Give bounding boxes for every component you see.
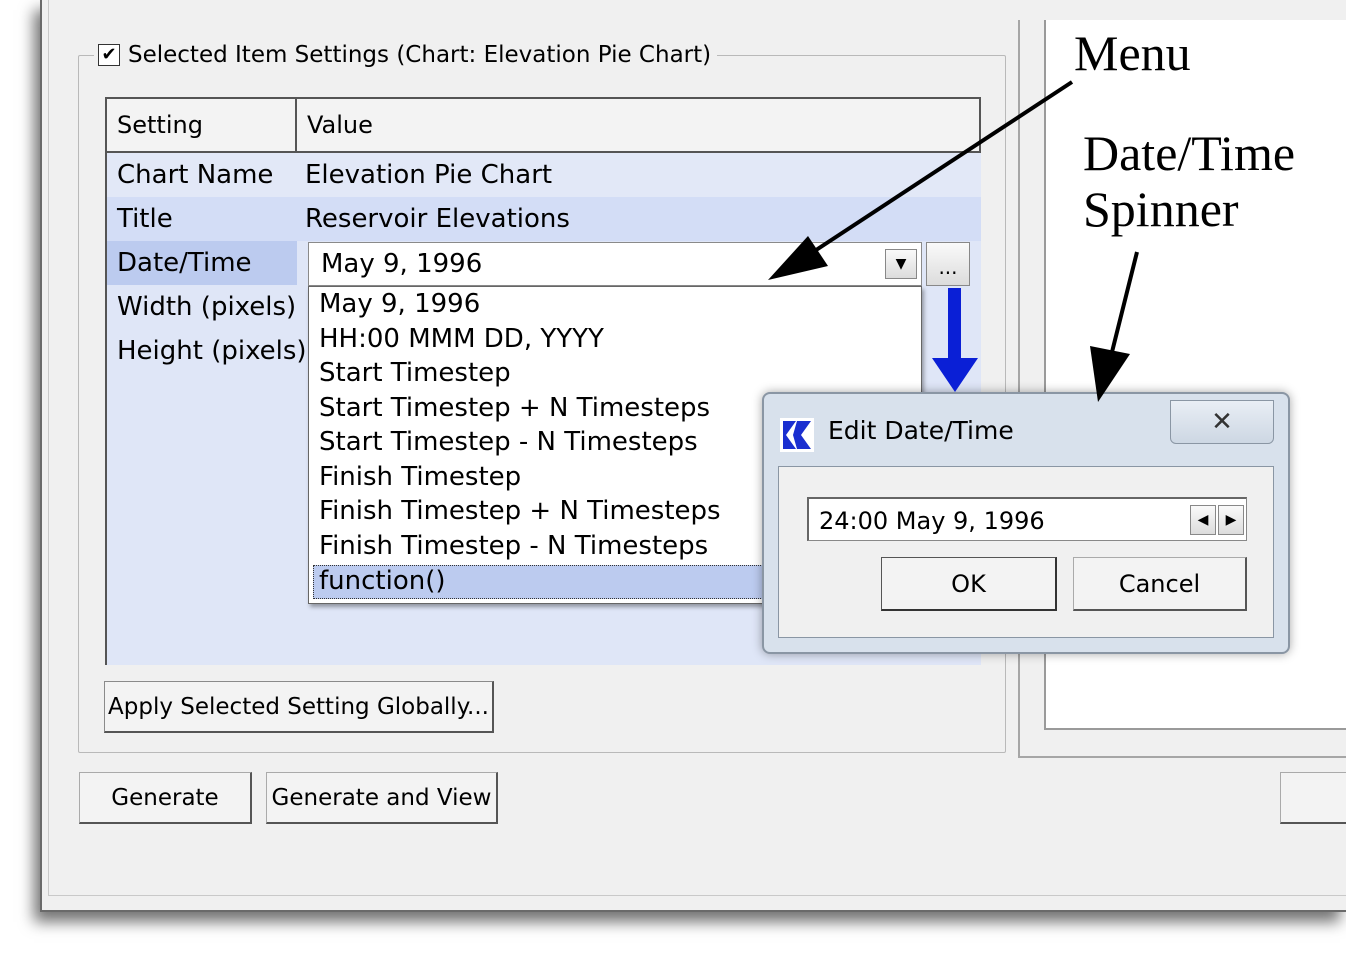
- value-cell: Reservoir Elevations: [305, 204, 570, 234]
- table-row-selected[interactable]: Date/Time: [107, 241, 981, 285]
- spinner-annotation-line1: Date/Time: [1083, 125, 1296, 181]
- edit-date-time-dialog: Edit Date/Time ✕ 24:00 May 9, 1996 ◀ ▶ O…: [762, 392, 1290, 654]
- ellipsis-button[interactable]: ...: [926, 242, 970, 286]
- generate-button[interactable]: Generate: [79, 772, 252, 824]
- table-header: Setting Value: [107, 99, 981, 153]
- group-title: Selected Item Settings (Chart: Elevation…: [128, 42, 712, 68]
- table-row[interactable]: Title Reservoir Elevations: [107, 197, 981, 241]
- menu-item[interactable]: Start Timestep + N Timesteps: [319, 393, 711, 423]
- close-icon[interactable]: ✕: [1170, 400, 1274, 444]
- spin-right-icon[interactable]: ▶: [1218, 505, 1244, 535]
- generate-and-view-button[interactable]: Generate and View: [266, 772, 498, 824]
- table-row[interactable]: Height (pixels): [107, 329, 981, 373]
- group-legend: ✔ Selected Item Settings (Chart: Elevati…: [94, 38, 718, 72]
- table-row[interactable]: Width (pixels): [107, 285, 981, 329]
- spinner-value: 24:00 May 9, 1996: [819, 507, 1045, 535]
- apply-globally-button[interactable]: Apply Selected Setting Globally...: [104, 681, 494, 733]
- window-inner-frame: [48, 0, 1346, 896]
- spin-left-icon[interactable]: ◀: [1190, 505, 1216, 535]
- menu-item[interactable]: May 9, 1996: [319, 289, 481, 319]
- cancel-button[interactable]: Cancel: [1073, 557, 1247, 611]
- setting-cell: Height (pixels): [117, 336, 307, 366]
- dialog-title: Edit Date/Time: [828, 416, 1014, 445]
- setting-cell: Title: [117, 204, 173, 234]
- table-row[interactable]: Chart Name Elevation Pie Chart: [107, 153, 981, 197]
- menu-item-selected[interactable]: function(): [319, 566, 446, 596]
- dropdown-arrow-icon[interactable]: ▼: [885, 249, 917, 279]
- menu-item[interactable]: Start Timestep - N Timesteps: [319, 427, 698, 457]
- menu-item[interactable]: Finish Timestep - N Timesteps: [319, 531, 709, 561]
- value-cell: Elevation Pie Chart: [305, 160, 553, 190]
- app-logo-icon: [780, 418, 814, 452]
- menu-item[interactable]: HH:00 MMM DD, YYYY: [319, 324, 604, 354]
- setting-cell: Width (pixels): [117, 292, 297, 322]
- ok-button[interactable]: OK: [881, 557, 1057, 611]
- menu-item[interactable]: Start Timestep: [319, 358, 511, 388]
- date-time-spinner[interactable]: 24:00 May 9, 1996 ◀ ▶: [807, 497, 1247, 541]
- setting-cell: Date/Time: [107, 241, 297, 285]
- partial-button[interactable]: [1280, 772, 1346, 824]
- combo-value: May 9, 1996: [321, 249, 483, 279]
- column-header-setting[interactable]: Setting: [107, 99, 297, 153]
- spinner-annotation-line2: Spinner: [1083, 181, 1239, 237]
- menu-annotation: Menu: [1074, 25, 1191, 81]
- dialog-body: 24:00 May 9, 1996 ◀ ▶ OK Cancel: [778, 466, 1274, 638]
- selected-item-settings-checkbox[interactable]: ✔: [98, 44, 120, 66]
- column-header-value[interactable]: Value: [297, 99, 981, 153]
- setting-cell: Chart Name: [117, 160, 274, 190]
- menu-item[interactable]: Finish Timestep: [319, 462, 522, 492]
- date-time-combo[interactable]: May 9, 1996 ▼: [308, 242, 922, 286]
- menu-item[interactable]: Finish Timestep + N Timesteps: [319, 496, 721, 526]
